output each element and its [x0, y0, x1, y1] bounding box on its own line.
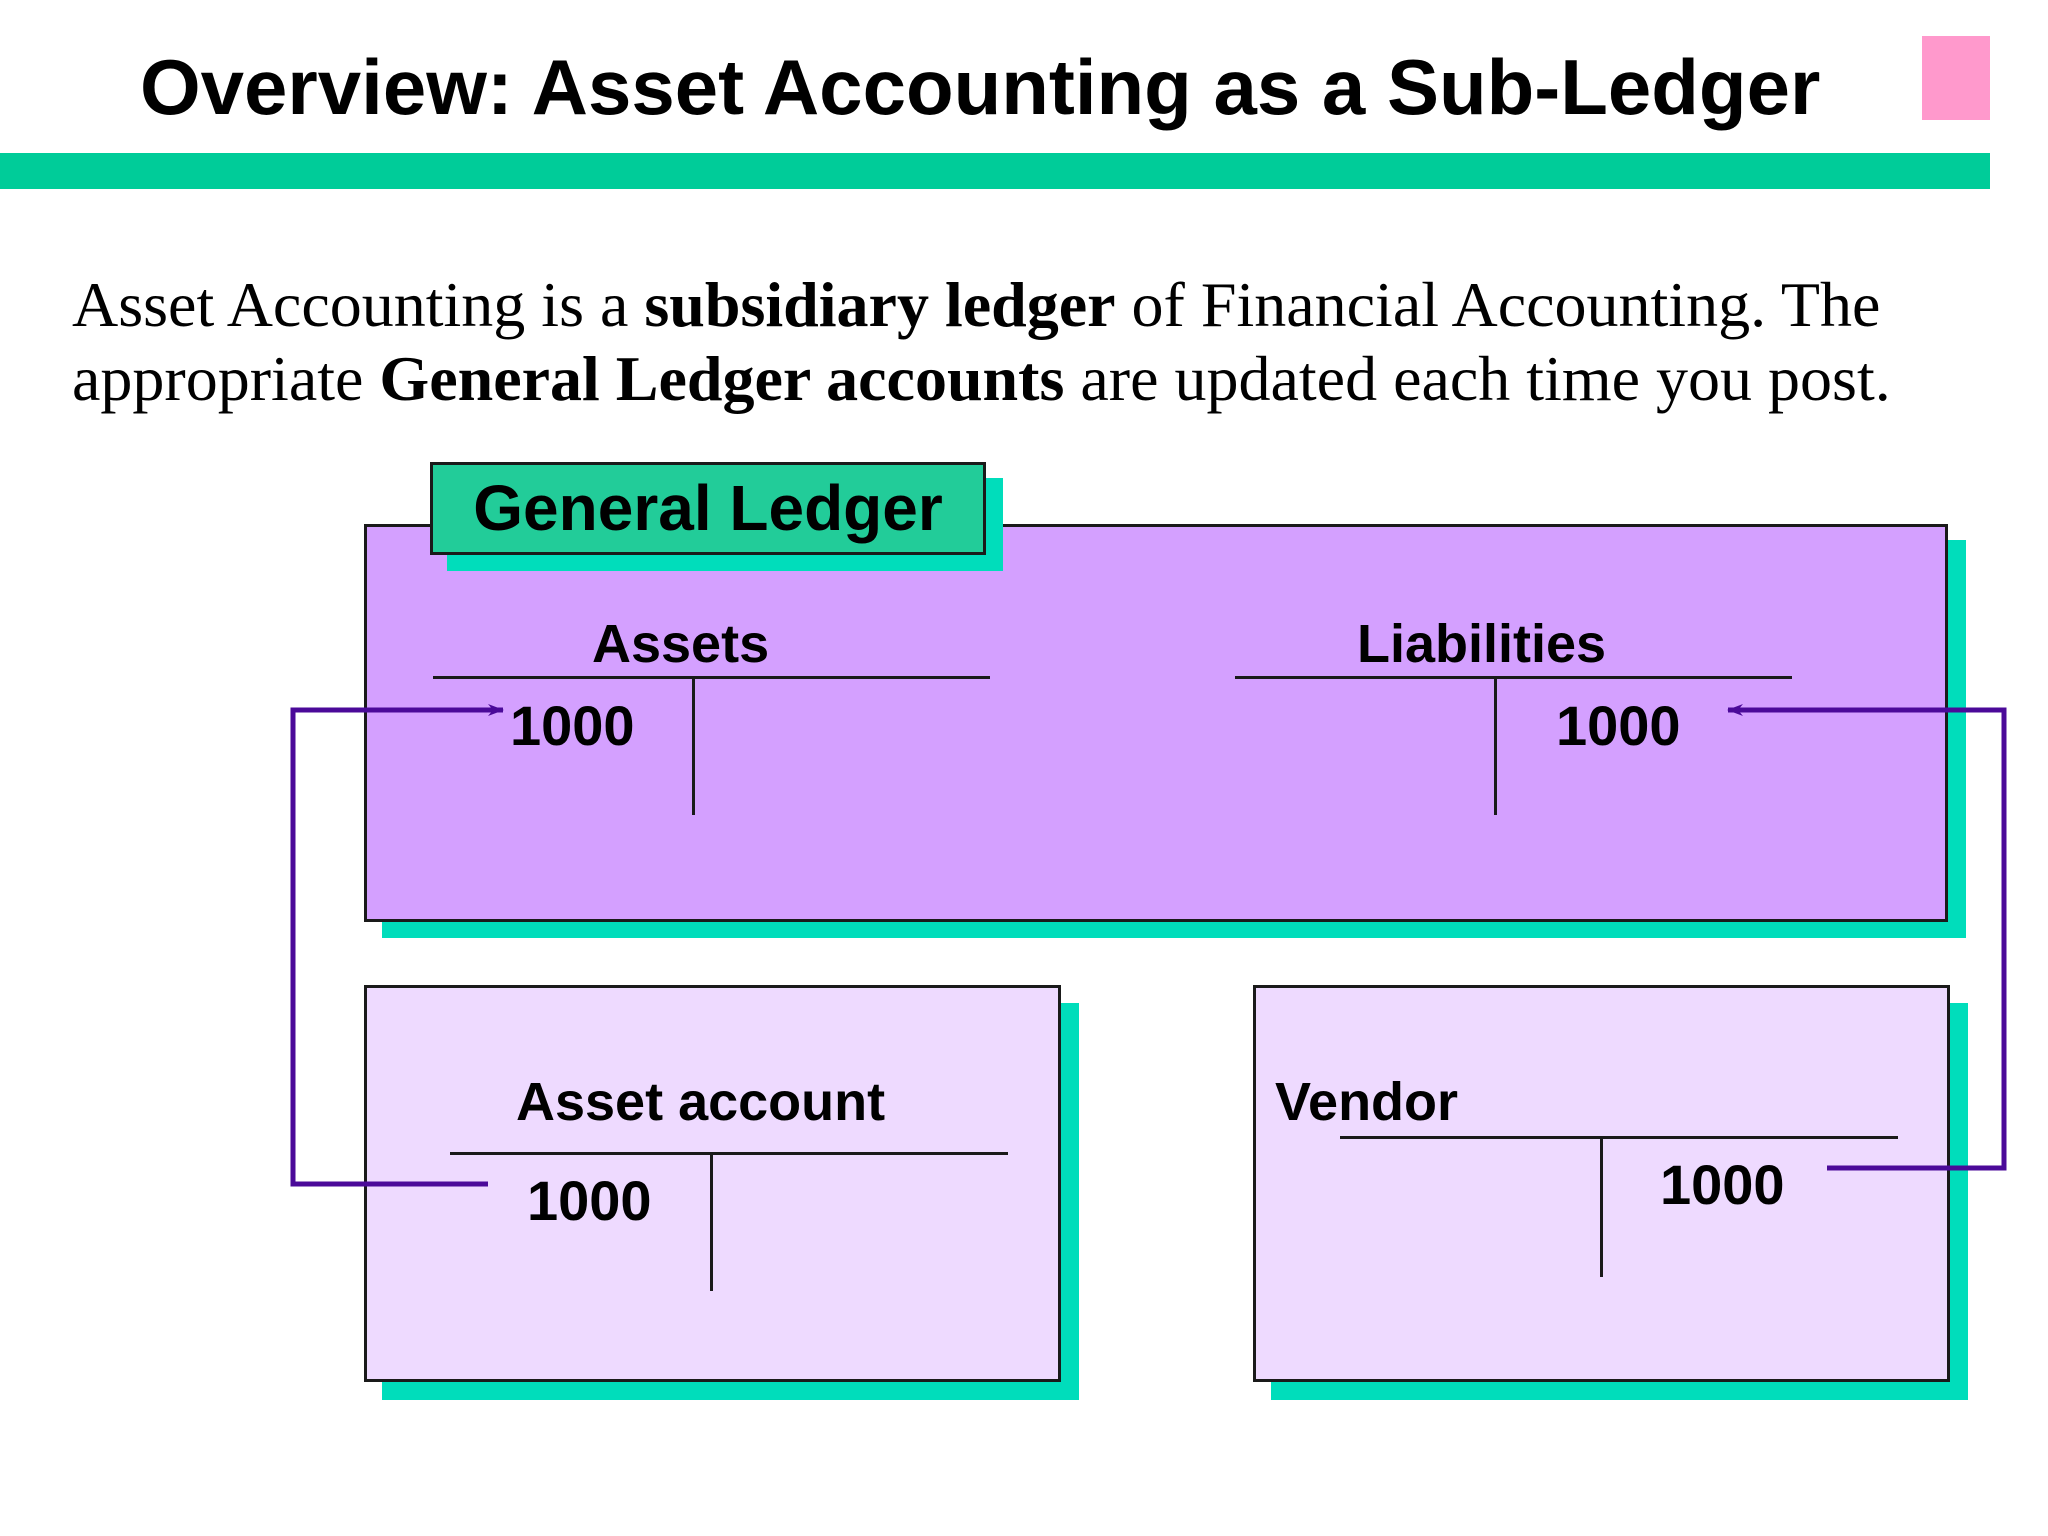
vendor-t-top-line — [1340, 1136, 1898, 1139]
asset-posting-arrow — [290, 704, 504, 1187]
assets-debit-value: 1000 — [510, 694, 635, 757]
vendor-posting-arrow — [1727, 704, 2007, 1171]
intro-text-1: Asset Accounting is a — [72, 269, 645, 340]
intro-paragraph: Asset Accounting is a subsidiary ledger … — [72, 268, 1972, 416]
vendor-credit-value: 1000 — [1660, 1153, 1785, 1216]
title-corner-mark — [1922, 36, 1990, 120]
general-ledger-box — [364, 524, 1948, 922]
vendor-t-divider — [1600, 1136, 1603, 1277]
liabilities-account-title: Liabilities — [1357, 614, 1607, 674]
assets-account-title: Assets — [592, 614, 770, 674]
general-ledger-label: General Ledger — [430, 462, 986, 555]
vendor-title: Vendor — [1275, 1072, 1459, 1132]
asset-account-title: Asset account — [516, 1072, 886, 1132]
assets-t-account-top-line — [433, 676, 990, 679]
intro-text-3: are updated each time you post. — [1064, 343, 1891, 414]
intro-bold-general-ledger-accounts: General Ledger accounts — [379, 343, 1065, 414]
title-divider-bar — [0, 153, 1990, 189]
assets-t-account-divider — [692, 676, 695, 815]
intro-bold-subsidiary-ledger: subsidiary ledger — [644, 269, 1116, 340]
asset-account-t-divider — [710, 1152, 713, 1291]
liabilities-credit-value: 1000 — [1556, 694, 1681, 757]
asset-account-t-top-line — [450, 1152, 1008, 1155]
liabilities-t-account-divider — [1494, 676, 1497, 815]
liabilities-t-account-top-line — [1235, 676, 1792, 679]
asset-account-debit-value: 1000 — [527, 1169, 652, 1232]
slide-title: Overview: Asset Accounting as a Sub-Ledg… — [140, 43, 1821, 131]
intro-text-2: of Financial Accounting. The appropriate — [72, 269, 1881, 414]
